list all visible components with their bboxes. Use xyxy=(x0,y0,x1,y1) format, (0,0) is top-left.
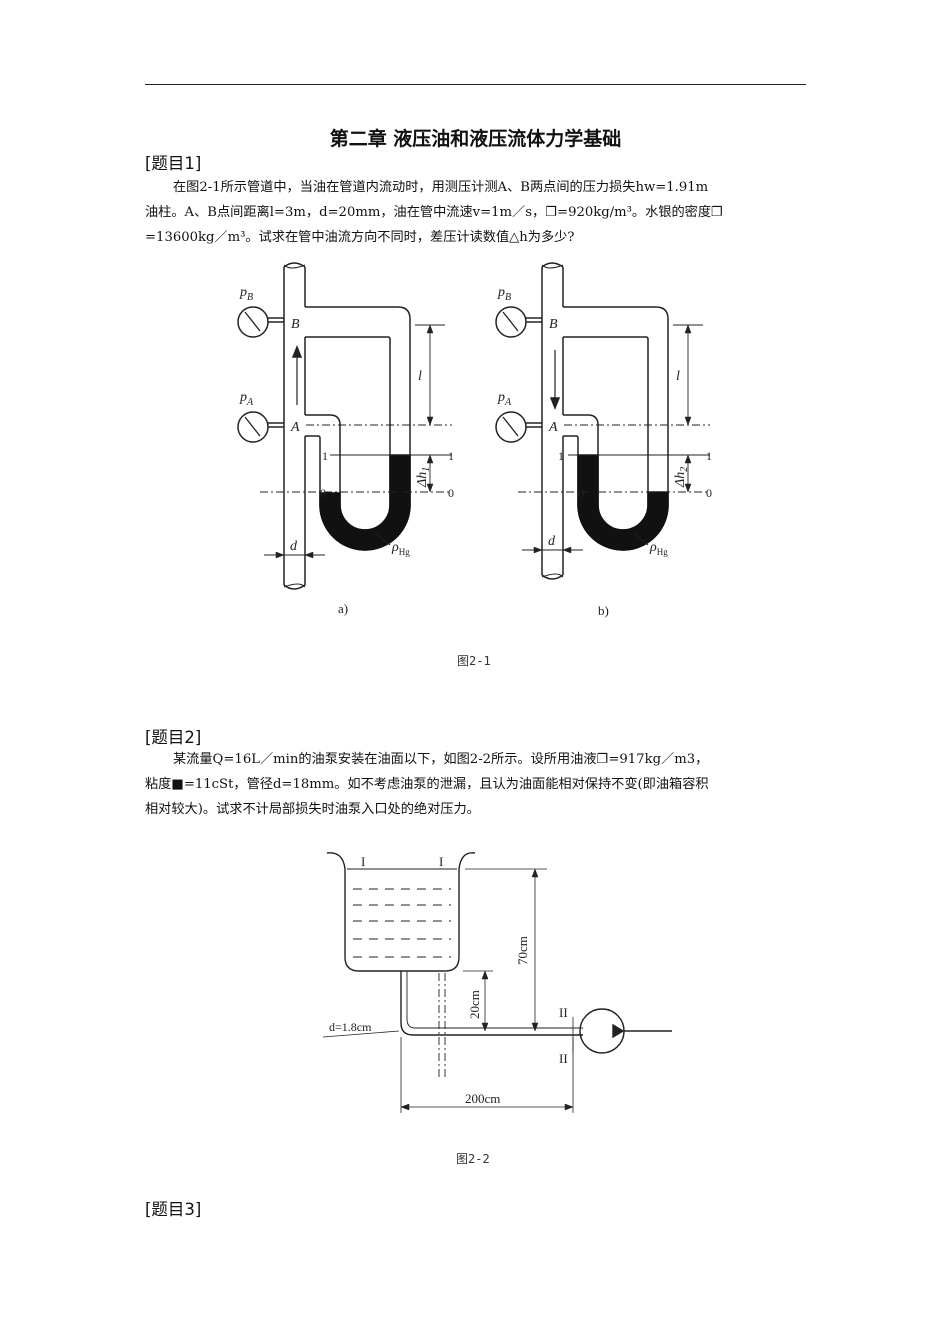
fig1a-d-label: d xyxy=(290,539,298,554)
figure-2-1b-labels: pB B pA A l 1 1 0 0 Δh2 d ρHg b) xyxy=(497,285,712,618)
q1-text: 在图2-1所示管道中，当油在管道内流动时，用测压计测A、B两点间的压力损失hw=… xyxy=(145,175,809,250)
fig1a-pB-label: pB xyxy=(239,285,253,303)
figure-2-1: pB B pA A l 1 1 0 0 Δh1 d ρHg a) xyxy=(237,262,712,618)
fig1a-rho-label: ρHg xyxy=(391,540,410,557)
figure-2-1b xyxy=(495,262,710,580)
q1-heading: [题目1] xyxy=(145,154,202,173)
fig1b-pB-label: pB xyxy=(497,285,511,303)
fig2-II-top: II xyxy=(559,1005,568,1020)
q2-text: 某流量Q=16L／min的油泵安装在油面以下，如图2-2所示。设所用油液❐=91… xyxy=(145,747,809,822)
fig1b-pA-label: pA xyxy=(497,390,512,408)
fig1a-level1-left: 1 xyxy=(322,449,328,463)
q2-heading: [题目2] xyxy=(145,728,202,747)
q1-line1: 在图2-1所示管道中，当油在管道内流动时，用测压计测A、B两点间的压力损失hw=… xyxy=(173,180,709,195)
fig1b-l-label: l xyxy=(676,369,680,384)
fig2-70cm-label: 70cm xyxy=(515,936,530,965)
header-rule xyxy=(145,84,806,85)
fig1b-panel-label: b) xyxy=(598,603,609,618)
q1-line3: =13600kg／m³。试求在管中油流方向不同时，差压计读数值△h为多少? xyxy=(145,230,575,245)
fig1a-B-label: B xyxy=(291,317,300,332)
fig1a-l-label: l xyxy=(418,369,422,384)
figure-2-2-caption: 图2-2 xyxy=(456,1152,490,1166)
fig1a-panel-label: a) xyxy=(338,601,348,616)
fig2-20cm-label: 20cm xyxy=(467,990,482,1019)
q1-line2: 油柱。A、B点间距离l=3m，d=20mm，油在管中流速v=1m／s，❐=920… xyxy=(145,205,723,220)
fig2-d-label: d=1.8cm xyxy=(329,1020,372,1034)
fig1b-dh-label: Δh2 xyxy=(673,467,690,488)
fig2-I-left: I xyxy=(361,854,365,869)
fig1a-dh-label: Δh1 xyxy=(415,467,432,488)
chapter-title: 第二章 液压油和液压流体力学基础 xyxy=(329,128,622,150)
fig1b-level1-left: 1 xyxy=(558,449,564,463)
q2-line1: 某流量Q=16L／min的油泵安装在油面以下，如图2-2所示。设所用油液❐=91… xyxy=(173,752,709,767)
fig1b-level0-right: 0 xyxy=(706,486,712,500)
q3-heading: [题目3] xyxy=(145,1200,202,1219)
figure-2-2: I I 70cm 20cm d=1.8cm II II 200cm xyxy=(322,852,672,1113)
fig2-I-right: I xyxy=(439,854,443,869)
q2-line3: 相对较大)。试求不计局部损失时油泵入口处的绝对压力。 xyxy=(145,802,480,817)
fig1a-level0-right: 0 xyxy=(448,486,454,500)
fig2-II-bottom: II xyxy=(559,1051,568,1066)
figure-2-1a-labels: pB B pA A l 1 1 0 0 Δh1 d ρHg a) xyxy=(239,285,454,616)
fig1b-level1-right: 1 xyxy=(706,449,712,463)
fig1b-level0-left: 0 xyxy=(578,486,584,500)
fig1a-level0-left: 0 xyxy=(320,486,326,500)
fig1b-rho-label: ρHg xyxy=(649,540,668,557)
fig1b-A-label: A xyxy=(548,420,558,435)
figure-2-1-caption: 图2-1 xyxy=(457,654,491,668)
fig1a-A-label: A xyxy=(290,420,300,435)
q2-line2: 粘度■=11cSt，管径d=18mm。如不考虑油泵的泄漏，且认为油面能相对保持不… xyxy=(145,777,709,792)
fig1a-pA-label: pA xyxy=(239,390,254,408)
fig1a-level1-right: 1 xyxy=(448,449,454,463)
figure-2-1a xyxy=(237,262,452,590)
fig1b-d-label: d xyxy=(548,534,556,549)
fig1b-B-label: B xyxy=(549,317,558,332)
fig2-200cm-label: 200cm xyxy=(465,1091,500,1106)
